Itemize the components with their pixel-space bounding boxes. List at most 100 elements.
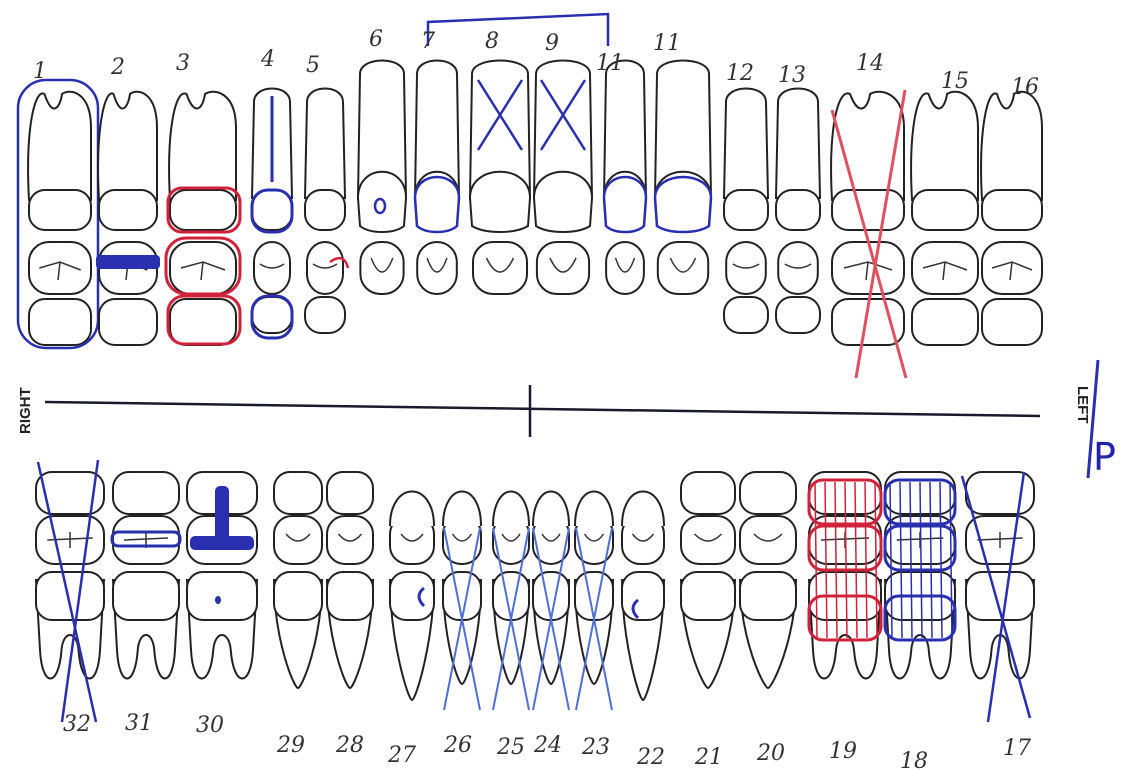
upper-tooth-number: 16 xyxy=(1011,75,1039,100)
crown-outline xyxy=(622,572,664,620)
root-outline xyxy=(911,92,978,200)
lingual-outline xyxy=(681,472,735,514)
lower-tooth-25 xyxy=(493,492,529,711)
occlusal-outline xyxy=(658,242,708,294)
upper-tooth-11 xyxy=(655,61,711,295)
lingual-outline xyxy=(99,299,157,345)
lower-tooth-23 xyxy=(575,492,613,711)
crown-outline xyxy=(740,572,796,620)
lower-tooth-22 xyxy=(622,492,664,701)
occlusal-outline xyxy=(473,242,527,294)
midline-horizontal xyxy=(45,402,1040,416)
upper-tooth-number: 14 xyxy=(856,51,884,76)
upper-tooth-number: 8 xyxy=(485,29,499,54)
lower-tooth-20 xyxy=(740,472,796,688)
upper-tooth-2 xyxy=(96,92,160,345)
incisal-outline xyxy=(575,492,613,527)
crown-outline xyxy=(724,190,768,230)
occlusal-outline xyxy=(681,516,735,564)
upper-tooth-4 xyxy=(252,89,292,339)
occlusal-outline xyxy=(327,516,373,564)
crown-outline xyxy=(99,190,157,230)
lower-tooth-number: 22 xyxy=(636,745,665,770)
lingual-outline xyxy=(29,299,91,345)
crown-outline xyxy=(327,572,373,620)
upper-tooth-number: 4 xyxy=(260,47,275,72)
crown-outline xyxy=(681,572,735,620)
upper-tooth-12 xyxy=(724,89,768,334)
upper-tooth-6 xyxy=(358,61,406,295)
tooth-30-filling-mark xyxy=(190,536,254,550)
occlusal-outline xyxy=(360,242,403,294)
upper-tooth-number: 1 xyxy=(33,59,47,84)
upper-tooth-7 xyxy=(415,61,459,295)
lingual-outline xyxy=(113,472,179,514)
crown-outline xyxy=(534,172,592,232)
crown-outline xyxy=(443,572,481,620)
lower-tooth-number: 25 xyxy=(496,735,525,760)
lower-tooth-18 xyxy=(885,472,955,679)
root-outline xyxy=(28,92,91,200)
crown-outline xyxy=(305,190,345,230)
crown-outline xyxy=(655,172,711,232)
lower-tooth-number: 18 xyxy=(900,749,928,770)
crown-outline xyxy=(113,572,179,620)
lingual-outline xyxy=(724,297,768,333)
crown-outline xyxy=(274,572,322,620)
upper-tooth-number: 15 xyxy=(941,69,969,94)
crown-outline xyxy=(170,190,236,230)
incisal-outline xyxy=(390,492,434,527)
upper-tooth-number: 11 xyxy=(653,31,681,56)
crown-outline xyxy=(187,572,257,620)
root-outline xyxy=(169,92,236,200)
bridge-bracket xyxy=(428,14,608,46)
lower-tooth-26 xyxy=(443,492,481,711)
occlusal-outline xyxy=(274,516,322,564)
upper-tooth-number: 12 xyxy=(726,61,754,86)
right-label: RIGHT xyxy=(17,387,34,434)
tooth-30-post-mark xyxy=(215,486,229,542)
upper-tooth-10 xyxy=(604,61,646,295)
incisal-outline xyxy=(533,492,569,527)
tooth-2-filling-mark xyxy=(96,255,160,269)
crown-outline xyxy=(533,572,569,620)
upper-tooth-number: 6 xyxy=(369,27,383,52)
occlusal-outline xyxy=(537,242,589,294)
root-outline xyxy=(98,92,157,200)
lower-tooth-28 xyxy=(327,472,373,688)
lower-tooth-27 xyxy=(390,492,434,701)
lower-tooth-number: 28 xyxy=(335,733,364,758)
lower-tooth-24 xyxy=(533,492,569,711)
lower-tooth-number: 26 xyxy=(443,733,472,758)
crown-outline xyxy=(604,172,646,232)
lower-tooth-30 xyxy=(187,472,257,679)
lower-tooth-numbers: 32313029282726252423222120191817 xyxy=(63,711,1031,770)
occlusal-outline xyxy=(417,242,457,294)
upper-tooth-number: 9 xyxy=(545,31,559,56)
lower-tooth-number: 31 xyxy=(125,711,153,736)
upper-tooth-15 xyxy=(911,92,978,345)
upper-tooth-number: 5 xyxy=(306,53,320,78)
lower-tooth-17 xyxy=(962,472,1034,722)
upper-arch xyxy=(18,61,1042,379)
tooth-30-dot-mark xyxy=(215,596,221,604)
left-label: LEFT xyxy=(1074,386,1091,424)
crown-outline xyxy=(470,172,530,232)
root-outline xyxy=(305,89,345,199)
lower-tooth-21 xyxy=(681,472,735,688)
root-outline xyxy=(776,89,820,199)
upper-tooth-3 xyxy=(166,92,240,345)
lower-tooth-19 xyxy=(809,472,881,679)
upper-tooth-number: 13 xyxy=(778,63,806,88)
lower-tooth-29 xyxy=(274,472,322,688)
upper-tooth-number: 11 xyxy=(596,51,624,76)
upper-tooth-number: 3 xyxy=(176,51,190,76)
upper-tooth-14 xyxy=(831,90,906,378)
crown-outline xyxy=(358,172,406,232)
crown-outline xyxy=(415,172,459,232)
crown-outline xyxy=(36,572,104,620)
upper-tooth-16 xyxy=(981,92,1042,345)
lower-tooth-number: 23 xyxy=(581,735,610,760)
lingual-outline xyxy=(327,472,373,514)
